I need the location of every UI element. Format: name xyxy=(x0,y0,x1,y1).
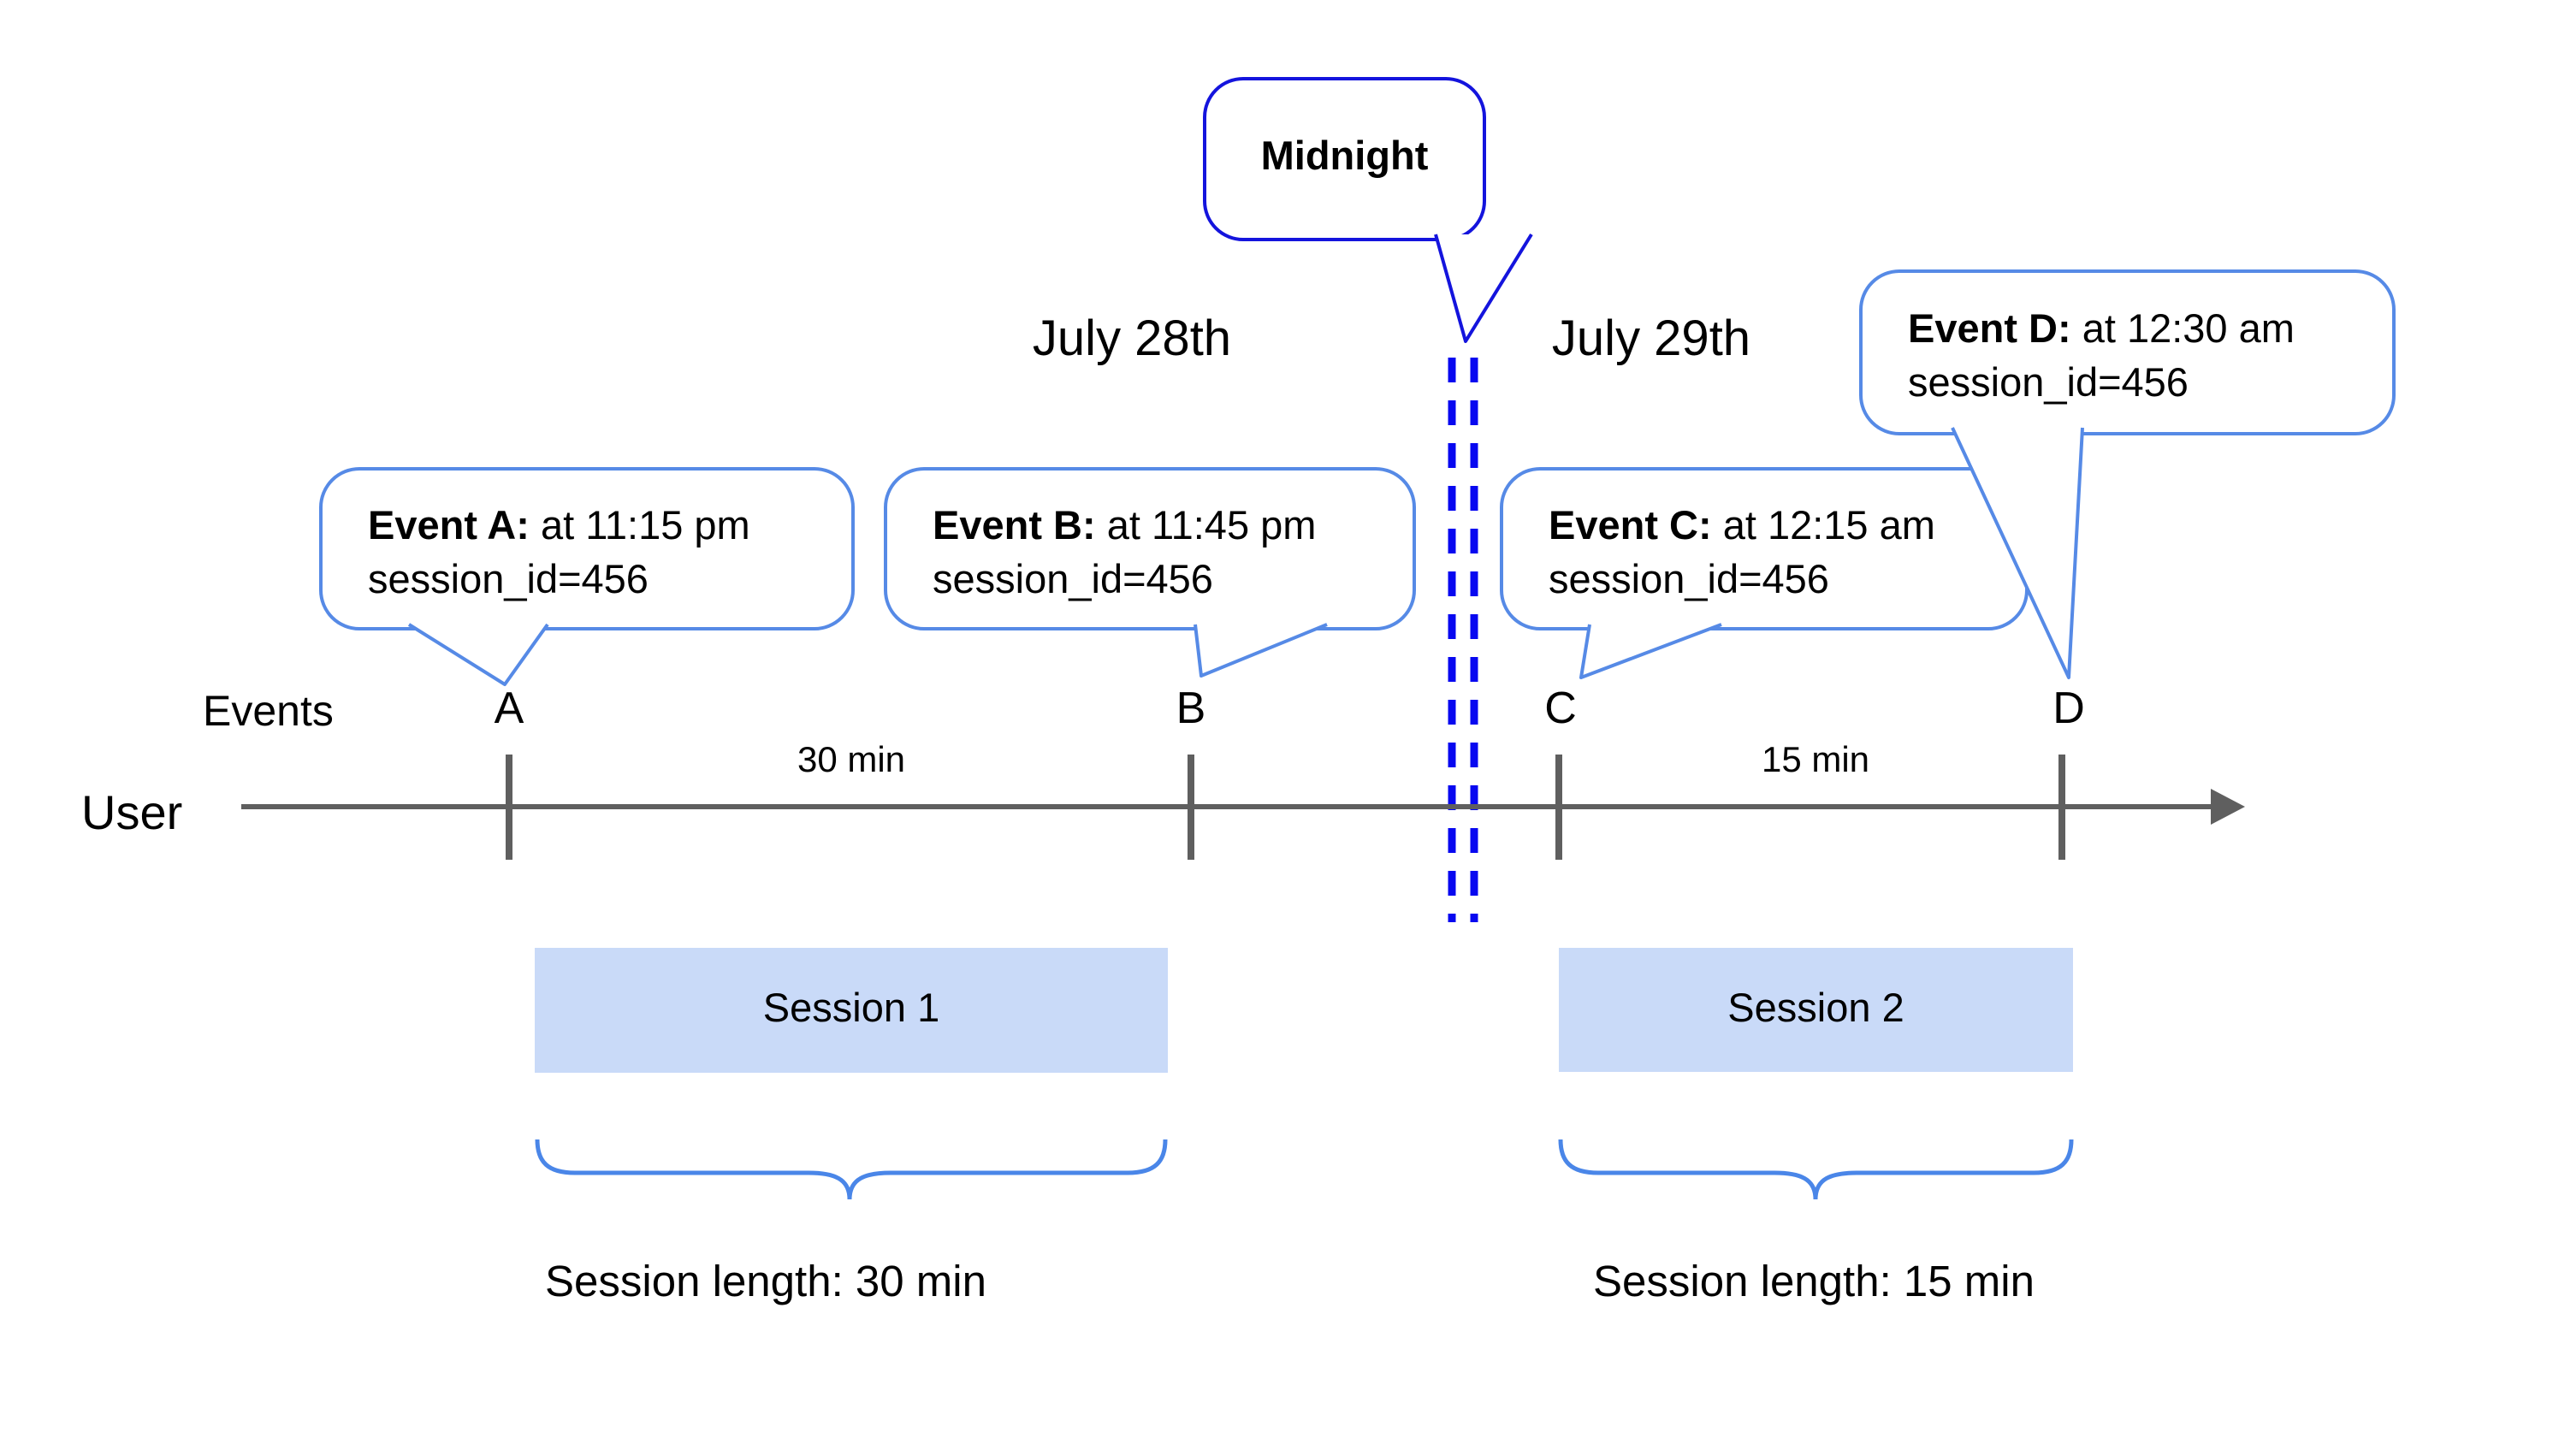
session-2-length-label: Session length: 15 min xyxy=(1593,1257,2035,1305)
event-a-time: at 11:15 pm xyxy=(529,502,750,547)
event-b-line-1: Event B: at 11:45 pm xyxy=(933,498,1316,552)
event-a-session-id: session_id=456 xyxy=(368,556,649,601)
date-july-29: July 29th xyxy=(1551,311,1751,366)
event-letter-b: B xyxy=(1176,684,1206,733)
timeline-arrowhead xyxy=(2211,789,2245,825)
session-2-box xyxy=(1559,948,2073,1072)
event-letter-c: C xyxy=(1544,684,1577,733)
event-c-line-1: Event C: at 12:15 am xyxy=(1549,498,1935,552)
event-a-line-1: Event A: at 11:15 pm xyxy=(368,498,750,552)
event-a-bubble xyxy=(319,467,855,630)
event-letter-d: D xyxy=(2052,684,2085,733)
session-1-label: Session 1 xyxy=(762,985,940,1030)
event-c-title: Event C: xyxy=(1549,502,1712,547)
event-c-bubble-text: Event C: at 12:15 am session_id=456 xyxy=(1549,498,1935,606)
event-c-time: at 12:15 am xyxy=(1711,502,1935,547)
event-c-bubble-tail xyxy=(1579,623,1722,679)
event-a-title: Event A: xyxy=(368,502,530,547)
event-b-bubble xyxy=(884,467,1416,630)
event-d-bubble xyxy=(1859,269,2396,435)
user-row-label: User xyxy=(81,785,183,839)
midnight-bubble xyxy=(1203,77,1486,241)
event-b-time: at 11:45 pm xyxy=(1095,502,1317,547)
events-row-label: Events xyxy=(203,687,334,735)
event-b-bubble-text: Event B: at 11:45 pm session_id=456 xyxy=(933,498,1316,606)
event-a-bubble-tail xyxy=(407,623,549,686)
event-a-bubble-text: Event A: at 11:15 pm session_id=456 xyxy=(368,498,750,606)
interval-15-min: 15 min xyxy=(1761,739,1870,779)
event-d-line-1: Event D: at 12:30 am xyxy=(1908,301,2295,355)
event-b-bubble-tail xyxy=(1194,623,1328,678)
session-1-box xyxy=(535,948,1168,1073)
event-d-session-id: session_id=456 xyxy=(1908,359,2189,405)
event-b-title: Event B: xyxy=(933,502,1096,547)
event-d-bubble-tail xyxy=(1951,427,2084,679)
session-1-brace xyxy=(535,1139,1168,1200)
event-d-title: Event D: xyxy=(1908,305,2071,351)
date-july-28: July 28th xyxy=(1032,311,1232,366)
session-2-label: Session 2 xyxy=(1727,985,1904,1030)
event-c-session-id: session_id=456 xyxy=(1549,556,1829,601)
session-1-length-label: Session length: 30 min xyxy=(545,1257,986,1305)
midnight-label: Midnight xyxy=(1260,133,1429,178)
event-b-session-id: session_id=456 xyxy=(933,556,1213,601)
event-d-bubble-text: Event D: at 12:30 am session_id=456 xyxy=(1908,301,2295,409)
event-letter-a: A xyxy=(494,684,524,733)
interval-30-min: 30 min xyxy=(797,739,906,779)
midnight-bubble-tail xyxy=(1434,233,1533,343)
event-d-time: at 12:30 am xyxy=(2070,305,2295,351)
session-2-brace xyxy=(1558,1139,2074,1200)
